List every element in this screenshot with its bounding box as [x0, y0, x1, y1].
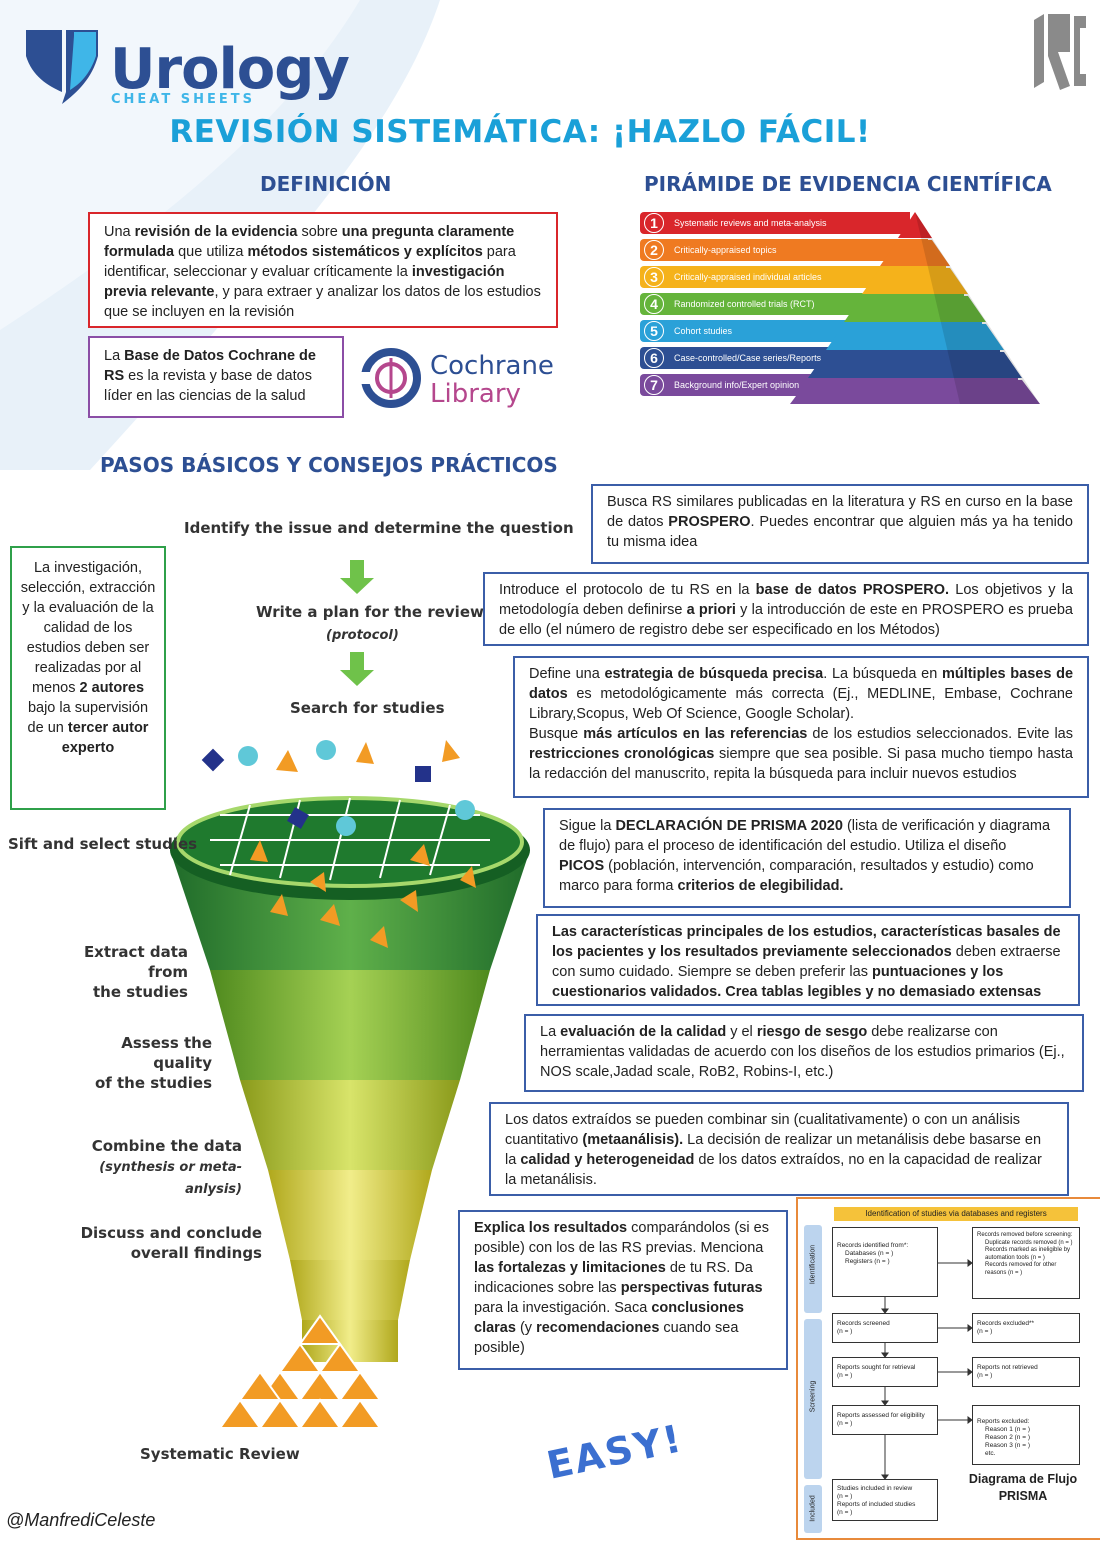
prisma-records-identified: Records identified from*:Databases (n = …: [832, 1227, 938, 1297]
pyramid-level-number: 3: [644, 267, 664, 287]
pyramid-level-number: 1: [644, 213, 664, 233]
pyramid-level-label: Critically-appraised individual articles: [674, 272, 822, 282]
step-sift-label: Sift and select studies: [8, 835, 198, 853]
authors-note-box: La investigación, selección, extracción …: [10, 546, 166, 810]
tip-prisma: Sigue la DECLARACIÓN DE PRISMA 2020 (lis…: [543, 808, 1071, 908]
cochrane-logo-text: Cochrane Library: [430, 351, 554, 409]
pyramid-graphic: [790, 212, 1040, 404]
tip-quality: La evaluación de la calidad y el riesgo …: [524, 1014, 1084, 1092]
pyramid-level-3: 3 Critically-appraised individual article…: [640, 266, 946, 288]
author-handle: @ManfrediCeleste: [6, 1510, 156, 1530]
pyramid-level-number: 6: [644, 348, 664, 368]
tip-discuss: Explica los resultados comparándolos (si…: [458, 1210, 788, 1370]
step-combine-label: Combine the data(synthesis or meta-anlys…: [91, 1137, 242, 1197]
prisma-phase-screening: Screening: [804, 1319, 822, 1479]
brand-name: Urology: [110, 37, 350, 102]
definition-box: Una revisión de la evidencia sobre una p…: [88, 212, 558, 328]
prisma-header: Identification of studies via databases …: [834, 1207, 1078, 1221]
pyramid-level-number: 2: [644, 240, 664, 260]
step-plan-label: Write a plan for the review: [256, 603, 484, 621]
cochrane-box: La Base de Datos Cochrane de RS es la re…: [88, 336, 344, 418]
pyramid-level-label: Case-controlled/Case series/Reports: [674, 353, 822, 363]
pyramid-level-number: 7: [644, 375, 664, 395]
pyramid-level-label: Randomized controlled trials (RCT): [674, 299, 815, 309]
roc-logo: [1034, 14, 1086, 90]
prisma-arrows: [881, 1259, 973, 1480]
step-final-label: Systematic Review: [140, 1445, 300, 1463]
page-title: REVISIÓN SISTEMÁTICA: ¡HAZLO FÁCIL!: [169, 114, 871, 150]
urology-shield-icon: [26, 30, 98, 104]
step-identify-label: Identify the issue and determine the que…: [184, 519, 574, 537]
prisma-flow-diagram: Identification of studies via databases …: [796, 1197, 1100, 1540]
tip-prospero-search: Busca RS similares publicadas en la lite…: [591, 484, 1089, 564]
pyramid-level-2: 2 Critically-appraised topics: [640, 239, 928, 261]
step-plan-sub: (protocol): [326, 628, 399, 643]
cochrane-logo-icon: [360, 348, 421, 408]
definition-heading: DEFINICIÓN: [260, 172, 392, 196]
pyramid-level-number: 4: [644, 294, 664, 314]
steps-heading: PASOS BÁSICOS Y CONSEJOS PRÁCTICOS: [100, 453, 558, 477]
pyramid-level-number: 5: [644, 321, 664, 341]
tip-extract: Las características principales de los e…: [536, 914, 1080, 1006]
pyramid-level-1: 1 Systematic reviews and meta-analysis: [640, 212, 910, 234]
pyramid-level-label: Systematic reviews and meta-analysis: [674, 218, 827, 228]
pyramid-level-label: Critically-appraised topics: [674, 245, 777, 255]
prisma-phase-identification: Identification: [804, 1225, 822, 1313]
brand-subtitle: CHEAT SHEETS: [111, 92, 255, 107]
tip-protocol: Introduce el protocolo de tu RS en la ba…: [483, 572, 1089, 646]
prisma-reports-excluded: Reports excluded:Reason 1 (n = )Reason 2…: [972, 1405, 1080, 1465]
tip-search-strategy: Define una estrategia de búsqueda precis…: [513, 656, 1089, 798]
pyramid-heading: PIRÁMIDE DE EVIDENCIA CIENTÍFICA: [644, 172, 1052, 196]
tip-combine: Los datos extraídos se pueden combinar s…: [489, 1102, 1069, 1196]
pyramid-level-label: Background info/Expert opinion: [674, 380, 800, 390]
pyramid-level-label: Cohort studies: [674, 326, 733, 336]
funnel-graphic: [170, 560, 530, 1429]
prisma-phase-included: Included: [804, 1485, 822, 1533]
step-search-label: Search for studies: [290, 699, 445, 717]
